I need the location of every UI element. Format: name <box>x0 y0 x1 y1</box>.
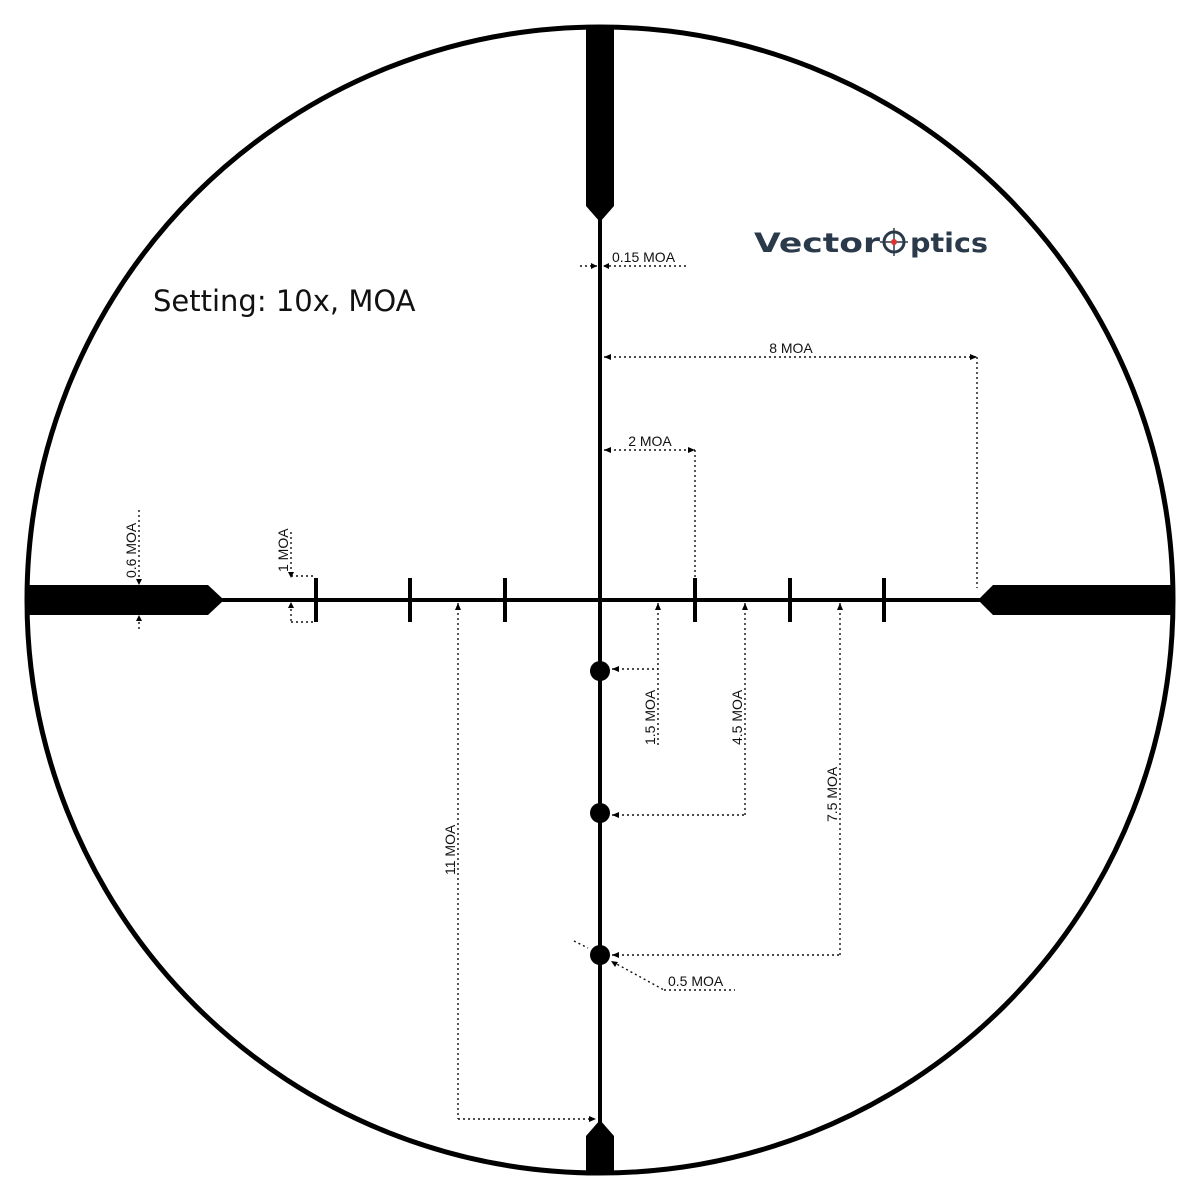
top-post <box>586 28 614 222</box>
dim-bottom-post-gap: 11 MOA <box>442 603 596 1122</box>
dim-hash-spacing: 2 MOA <box>604 433 696 578</box>
holdover-dot-1 <box>590 661 610 681</box>
dim-label-bottom-post-gap: 11 MOA <box>442 824 458 875</box>
dim-label-post-thickness: 0.6 MOA <box>123 522 139 578</box>
bottom-post <box>586 1120 614 1172</box>
holdover-dot-2 <box>590 803 610 823</box>
brand-logo: Vector O ptics <box>754 228 988 259</box>
left-post <box>28 585 224 615</box>
holdover-dot-3 <box>590 945 610 965</box>
dim-label-post-gap: 8 MOA <box>769 340 813 356</box>
dim-post-gap: 8 MOA <box>604 340 978 588</box>
hash-marks <box>314 578 886 622</box>
dim-dot-diameter: 0.5 MOA <box>573 940 735 991</box>
dim-post-thickness: 0.6 MOA <box>123 510 142 630</box>
dim-label-hash-height: 1 MOA <box>275 528 291 572</box>
dim-center-thickness: 0.15 MOA <box>580 249 688 269</box>
brand-target-o-icon: O <box>880 228 908 256</box>
dim-label-dot-2-drop: 4.5 MOA <box>729 689 745 745</box>
dim-dot-1-drop: 1.5 MOA <box>612 603 661 745</box>
brand-text-right: ptics <box>910 228 988 259</box>
dim-label-dot-3-drop: 7.5 MOA <box>824 766 840 822</box>
dim-label-center-thickness: 0.15 MOA <box>612 249 676 265</box>
dim-label-dot-1-drop: 1.5 MOA <box>642 689 658 745</box>
dim-label-hash-spacing: 2 MOA <box>628 433 672 449</box>
setting-label: Setting: 10x, MOA <box>153 284 416 318</box>
dim-label-dot-diameter: 0.5 MOA <box>668 973 724 989</box>
dim-hash-height: 1 MOA <box>275 528 316 623</box>
brand-text-left: Vector <box>754 228 881 259</box>
right-post <box>978 585 1172 615</box>
field-of-view-circle <box>24 24 1176 1176</box>
dim-dot-3-drop: 7.5 MOA <box>612 603 843 958</box>
dim-dot-2-drop: 4.5 MOA <box>612 603 748 818</box>
